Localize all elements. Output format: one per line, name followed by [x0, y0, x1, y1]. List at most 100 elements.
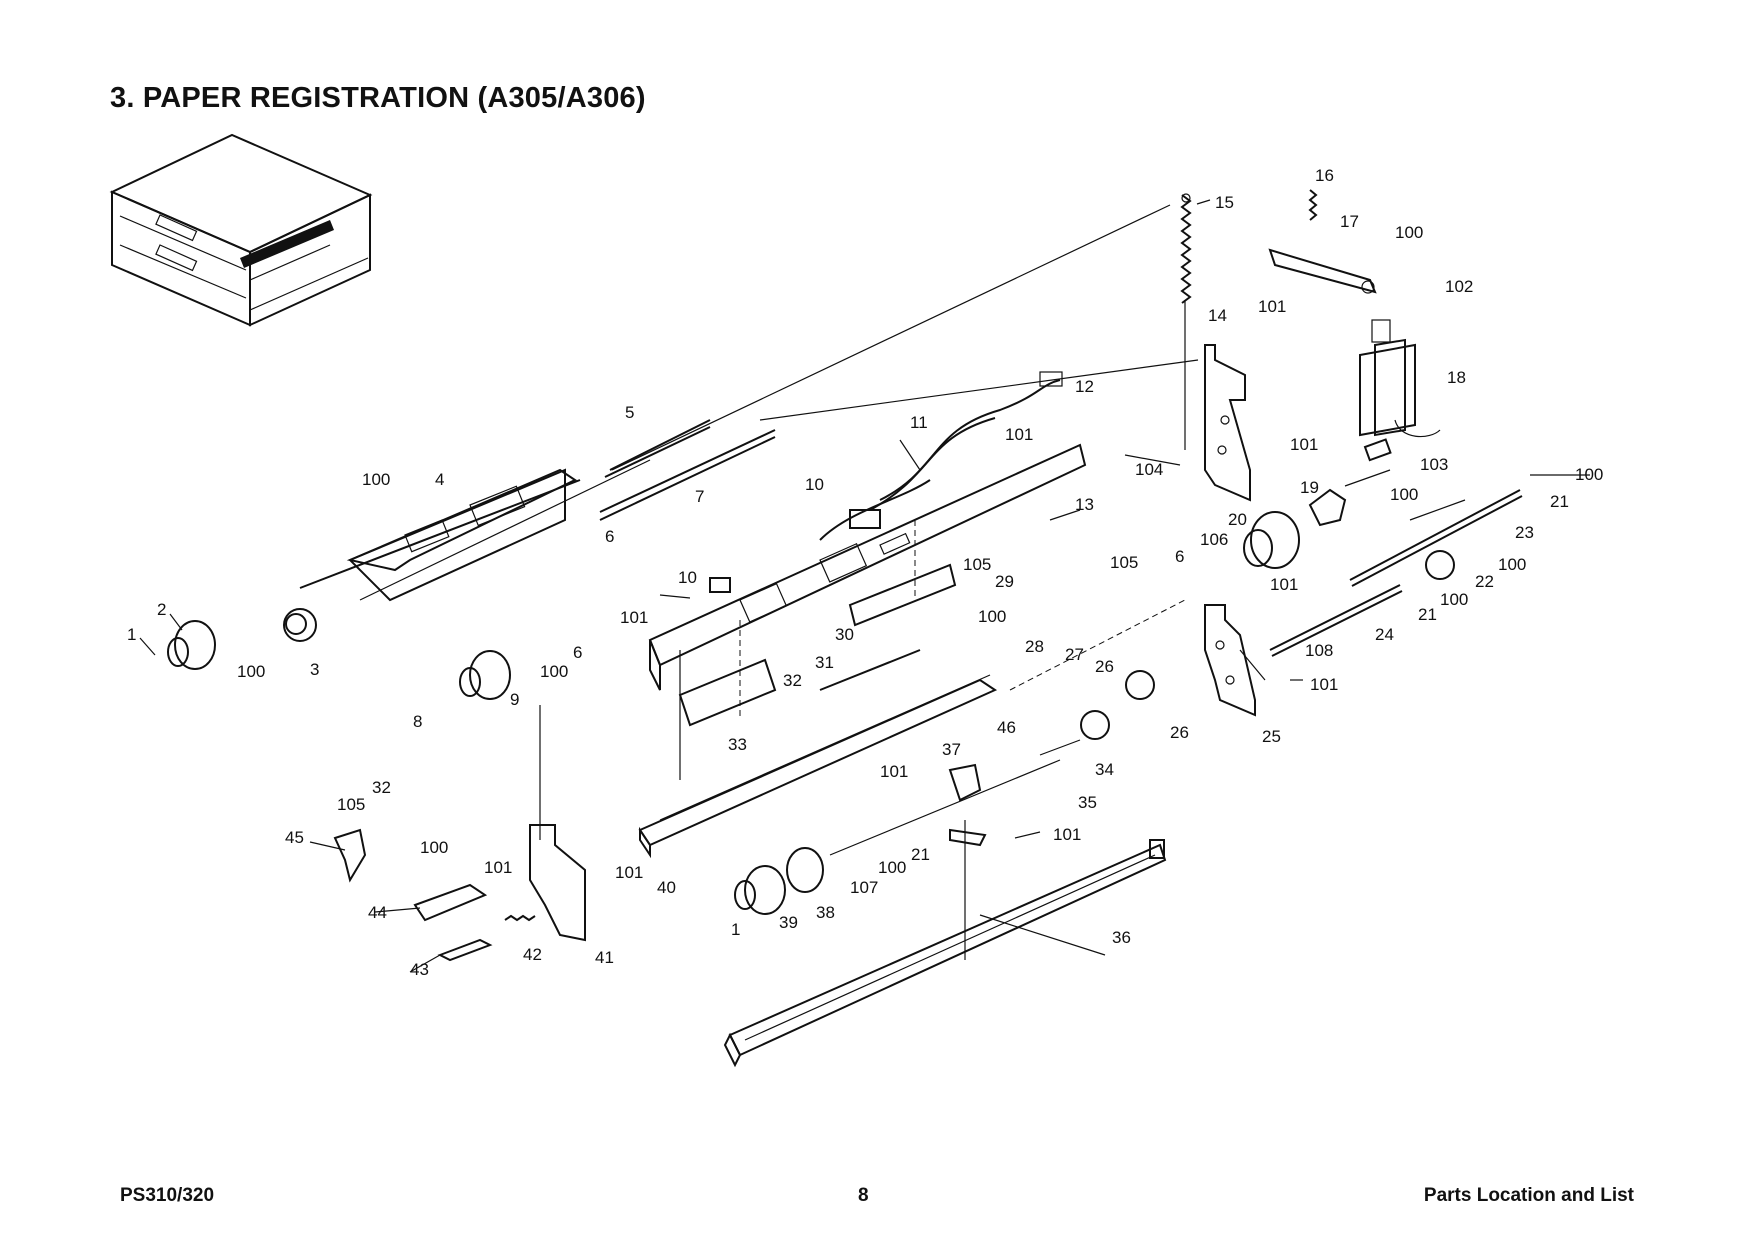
callout-105: 105: [337, 795, 365, 814]
callout-19: 19: [1300, 478, 1319, 497]
clutch-assembly: [1243, 488, 1347, 569]
callout-40: 40: [657, 878, 676, 897]
feed-rollers: [734, 759, 1061, 915]
callout-4: 4: [435, 470, 444, 489]
callout-5: 5: [625, 403, 634, 422]
callout-3: 3: [310, 660, 319, 679]
callout-25: 25: [1262, 727, 1281, 746]
callout-101: 101: [1310, 675, 1338, 694]
callout-21: 21: [1550, 492, 1569, 511]
callout-12: 12: [1075, 377, 1094, 396]
callout-101: 101: [1005, 425, 1033, 444]
callout-33: 33: [728, 735, 747, 754]
drive-gear: [1080, 710, 1110, 740]
callout-103: 103: [1420, 455, 1448, 474]
callout-101: 101: [620, 608, 648, 627]
paper-sensor-lower: [709, 577, 731, 593]
callout-100: 100: [878, 858, 906, 877]
callout-26: 26: [1095, 657, 1114, 676]
feeler-plate: [848, 563, 957, 627]
callout-13: 13: [1075, 495, 1094, 514]
callout-24: 24: [1375, 625, 1394, 644]
callout-100: 100: [1498, 555, 1526, 574]
callout-20: 20: [1228, 510, 1247, 529]
callout-14: 14: [1208, 306, 1227, 325]
callout-21: 21: [1418, 605, 1437, 624]
callout-16: 16: [1315, 166, 1334, 185]
callout-101: 101: [1258, 297, 1286, 316]
callout-101: 101: [615, 863, 643, 882]
callout-46: 46: [997, 718, 1016, 737]
footer-section: Parts Location and List: [1423, 1185, 1634, 1206]
right-shafts: [1269, 489, 1523, 657]
footer-page-number: 8: [858, 1185, 869, 1206]
callout-22: 22: [1475, 572, 1494, 591]
callout-2: 2: [157, 600, 166, 619]
callout-100: 100: [1575, 465, 1603, 484]
callout-108: 108: [1305, 641, 1333, 660]
callout-100: 100: [1395, 223, 1423, 242]
callout-39: 39: [779, 913, 798, 932]
callout-101: 101: [484, 858, 512, 877]
callout-8: 8: [413, 712, 422, 731]
callout-30: 30: [835, 625, 854, 644]
registration-guide-plate: [299, 468, 581, 602]
callout-100: 100: [362, 470, 390, 489]
callout-41: 41: [595, 948, 614, 967]
callout-43: 43: [410, 960, 429, 979]
connector: [1363, 438, 1392, 462]
idle-gear: [1125, 670, 1155, 700]
callout-10: 10: [805, 475, 824, 494]
callout-26: 26: [1170, 723, 1189, 742]
wire-harness: [819, 371, 1063, 541]
callout-44: 44: [368, 903, 387, 922]
lower-side-plate: [1204, 604, 1256, 717]
left-bracket: [333, 824, 586, 962]
callout-37: 37: [942, 740, 961, 759]
lower-guide-plate: [638, 674, 998, 859]
callout-35: 35: [1078, 793, 1097, 812]
assembly-guide-lines: [359, 204, 1199, 960]
right-side-plate: [1204, 344, 1251, 502]
callout-32: 32: [372, 778, 391, 797]
upper-bracket: [648, 443, 1087, 691]
gear: [285, 613, 307, 635]
callout-6: 6: [605, 527, 614, 546]
callout-15: 15: [1215, 193, 1234, 212]
callout-107: 107: [850, 878, 878, 897]
callout-27: 27: [1065, 645, 1084, 664]
middle-bracket: [948, 763, 987, 847]
callout-100: 100: [420, 838, 448, 857]
callout-101: 101: [1053, 825, 1081, 844]
callout-45: 45: [285, 828, 304, 847]
callout-100: 100: [1440, 590, 1468, 609]
solenoid-linkage: [1268, 189, 1377, 294]
callout-29: 29: [995, 572, 1014, 591]
callout-28: 28: [1025, 637, 1044, 656]
callout-38: 38: [816, 903, 835, 922]
page-title: 3. PAPER REGISTRATION (A305/A306): [110, 82, 646, 114]
sensor-plate: [678, 658, 777, 727]
callout-32: 32: [783, 671, 802, 690]
callout-7: 7: [695, 487, 704, 506]
callout-100: 100: [540, 662, 568, 681]
callout-100: 100: [978, 607, 1006, 626]
paper-sensor: [849, 509, 881, 529]
callout-100: 100: [1390, 485, 1418, 504]
guide-shaft: [819, 649, 921, 691]
callout-6: 6: [573, 643, 582, 662]
callout-105: 105: [1110, 553, 1138, 572]
callout-17: 17: [1340, 212, 1359, 231]
callout-21: 21: [911, 845, 930, 864]
callout-1: 1: [127, 625, 136, 644]
callout-9: 9: [510, 690, 519, 709]
callout-11: 11: [910, 413, 928, 432]
callout-105: 105: [963, 555, 991, 574]
callout-42: 42: [523, 945, 542, 964]
callout-101: 101: [1270, 575, 1298, 594]
callout-31: 31: [815, 653, 834, 672]
callout-labels: 1 1 2 3 4 5 6 6 6 7 8 9 10 10 11 12 13 1…: [127, 166, 1603, 979]
callout-104: 104: [1135, 460, 1163, 479]
